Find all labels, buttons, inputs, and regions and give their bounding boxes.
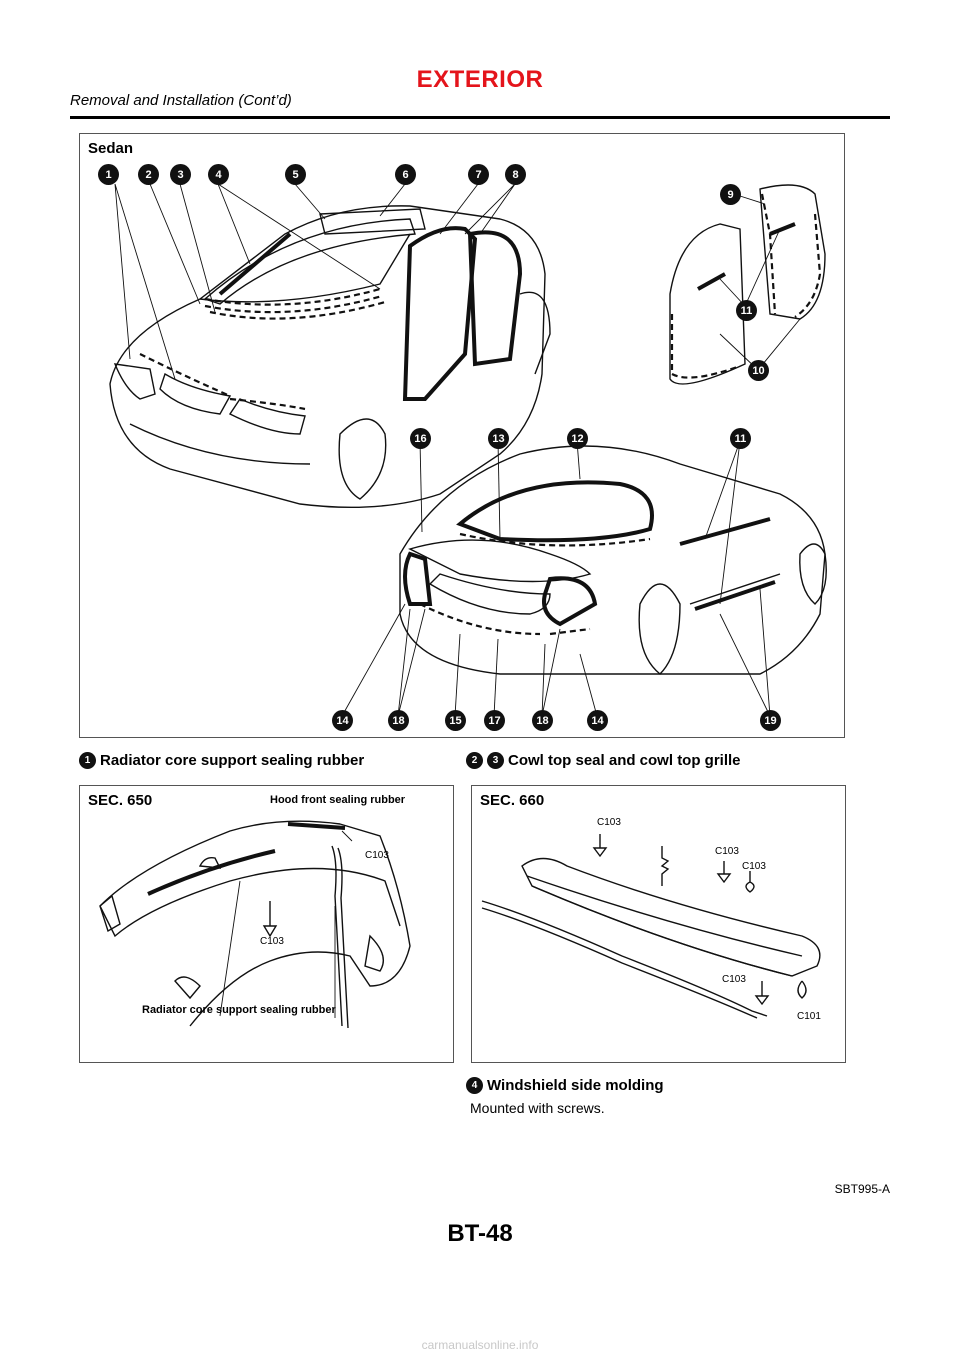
callout-7: 7 [468,164,489,185]
callout-19: 19 [760,710,781,731]
section-title: EXTERIOR [416,66,544,93]
caption-text-1: Radiator core support sealing rubber [100,752,365,769]
sec-650-code-1: C103 [365,850,389,861]
callout-16: 16 [410,428,431,449]
page-number: BT-48 [447,1220,513,1247]
sec-650-panel: SEC. 650 Hood front sealing rubber C103 … [79,785,454,1063]
sec-660-label: SEC. 660 [480,792,545,809]
sec-650-label: SEC. 650 [88,792,153,809]
hood-illustration [99,820,411,1029]
header-rule [70,116,890,119]
caption-number-3: 3 [487,752,504,769]
callout-14-left: 14 [332,710,353,731]
sedan-figure: Sedan [79,133,845,738]
sec-660-code-4: C103 [722,974,746,985]
callout-5: 5 [285,164,306,185]
callout-17: 17 [484,710,505,731]
sec-660-code-1: C103 [597,817,621,828]
sec-660-code-5: C101 [797,1011,821,1022]
sedan-label: Sedan [88,140,134,157]
caption-note-4: Mounted with screws. [470,1100,605,1116]
caption-text-4: Windshield side molding [487,1077,664,1094]
sec-660-code-2: C103 [715,846,739,857]
callout-2: 2 [138,164,159,185]
callout-12: 12 [567,428,588,449]
core-sealing-label: Radiator core support sealing rubber [142,1004,336,1016]
callout-11-rear: 11 [730,428,751,449]
section-subtitle: Removal and Installation (Cont’d) [70,92,292,109]
callout-1: 1 [98,164,119,185]
figure-id: SBT995-A [834,1182,890,1196]
caption-text-2-3: Cowl top seal and cowl top grille [508,752,741,769]
callout-14-right: 14 [587,710,608,731]
callout-18-right: 18 [532,710,553,731]
callout-9: 9 [720,184,741,205]
callout-8: 8 [505,164,526,185]
callout-10: 10 [748,360,769,381]
callout-11-door: 11 [736,300,757,321]
sec-650-code-2: C103 [260,936,284,947]
callout-15: 15 [445,710,466,731]
hood-sealing-label: Hood front sealing rubber [270,794,406,806]
cowl-illustration [481,834,821,1019]
sec-660-code-3: C103 [742,861,766,872]
sedan-illustration [109,183,827,717]
caption-item-4: 4 Windshield side molding [466,1077,664,1094]
callout-6: 6 [395,164,416,185]
caption-number-1: 1 [79,752,96,769]
caption-number-4: 4 [466,1077,483,1094]
caption-item-1: 1 Radiator core support sealing rubber [79,752,364,769]
callout-3: 3 [170,164,191,185]
sec-660-panel: SEC. 660 C103 C103 C103 C103 C101 [471,785,846,1063]
caption-number-2: 2 [466,752,483,769]
watermark: carmanualsonline.info [421,1338,539,1352]
caption-item-2-3: 2 3 Cowl top seal and cowl top grille [466,752,741,769]
callout-13: 13 [488,428,509,449]
callout-4: 4 [208,164,229,185]
callout-18-left: 18 [388,710,409,731]
